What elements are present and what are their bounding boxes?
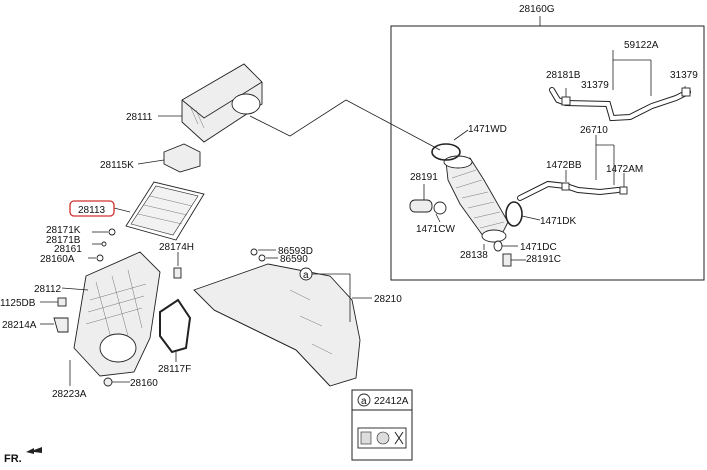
- part-28115K: [137, 143, 201, 173]
- label-1125DB[interactable]: 1125DB: [0, 298, 36, 309]
- air-intake-duct-28210: [193, 263, 372, 387]
- label-22412A[interactable]: 22412A: [374, 396, 409, 407]
- label-1471WD[interactable]: 1471WD: [468, 124, 507, 135]
- label-28171B[interactable]: 28171B: [46, 235, 81, 246]
- clamp-1471DK: [505, 201, 541, 227]
- hose-59122A-leaders: [565, 50, 686, 97]
- label-28171K[interactable]: 28171K: [46, 225, 81, 236]
- label-28223A[interactable]: 28223A: [52, 389, 87, 400]
- label-28160A[interactable]: 28160A: [40, 254, 75, 265]
- label-31379-left[interactable]: 31379: [581, 80, 609, 91]
- label-1471CW[interactable]: 1471CW: [416, 224, 455, 235]
- label-86593D[interactable]: 86593D: [278, 246, 313, 257]
- label-31379-right[interactable]: 31379: [670, 70, 698, 81]
- label-28111[interactable]: 28111: [126, 112, 153, 123]
- label-28115K[interactable]: 28115K: [100, 160, 134, 171]
- bolt-1125DB: [40, 297, 67, 307]
- hose-59122A: [549, 87, 691, 122]
- front-label: FR.: [4, 453, 22, 465]
- part-1471DC: [493, 240, 518, 252]
- callout-a-1[interactable]: a: [303, 270, 309, 281]
- label-1472AM[interactable]: 1472AM: [606, 164, 643, 175]
- bracket-28214A: [40, 317, 69, 333]
- label-28112[interactable]: 28112: [34, 284, 62, 295]
- label-1471DC[interactable]: 1471DC: [520, 242, 557, 253]
- air-cleaner-body-28112: [61, 251, 161, 377]
- gasket-28117F: [159, 298, 192, 362]
- label-86590[interactable]: 86590: [280, 254, 308, 265]
- label-26710[interactable]: 26710: [580, 125, 608, 136]
- fasteners-28171: [88, 228, 116, 262]
- label-28113[interactable]: 28113: [78, 205, 106, 216]
- air-filter-element-28113: [113, 181, 205, 241]
- highlight-box-28113: [69, 200, 115, 217]
- label-1471DK[interactable]: 1471DK: [540, 216, 576, 227]
- grommet-28160: [103, 377, 130, 387]
- label-28191[interactable]: 28191: [410, 172, 438, 183]
- resonator-assembly-frame: [390, 16, 705, 281]
- label-28160G[interactable]: 28160G: [519, 4, 555, 15]
- part-28191C: [502, 253, 526, 267]
- hose-26710: [517, 180, 628, 201]
- hose-26710-leaders: [565, 135, 625, 188]
- front-direction-indicator: FR.: [4, 447, 42, 465]
- leader-1471CW: [435, 213, 441, 223]
- front-arrow-icon: [26, 447, 42, 454]
- label-28174H[interactable]: 28174H: [159, 242, 194, 253]
- label-28161[interactable]: 28161: [54, 244, 82, 255]
- label-28181B[interactable]: 28181B: [546, 70, 581, 81]
- warning-icons: [360, 431, 404, 445]
- label-59122A[interactable]: 59122A: [624, 40, 659, 51]
- label-plate-22412A: [351, 389, 413, 461]
- callout-a-bracket: [299, 267, 351, 322]
- label-28214A[interactable]: 28214A: [2, 320, 37, 331]
- connector-28111-to-assembly: [249, 99, 441, 151]
- label-1472BB[interactable]: 1472BB: [546, 160, 582, 171]
- callout-a-2[interactable]: a: [361, 396, 367, 407]
- part-28191: [409, 184, 447, 215]
- label-28191C[interactable]: 28191C: [526, 254, 561, 265]
- label-28160[interactable]: 28160: [130, 378, 158, 389]
- label-28138[interactable]: 28138: [460, 250, 488, 261]
- label-28117F[interactable]: 28117F: [158, 364, 191, 375]
- fasteners-86593D-86590: [250, 248, 278, 262]
- sensor-28174H: [173, 252, 182, 279]
- air-cleaner-cover-28111: [158, 63, 263, 143]
- clamp-1471WD: [431, 129, 469, 161]
- label-28210[interactable]: 28210: [374, 294, 402, 305]
